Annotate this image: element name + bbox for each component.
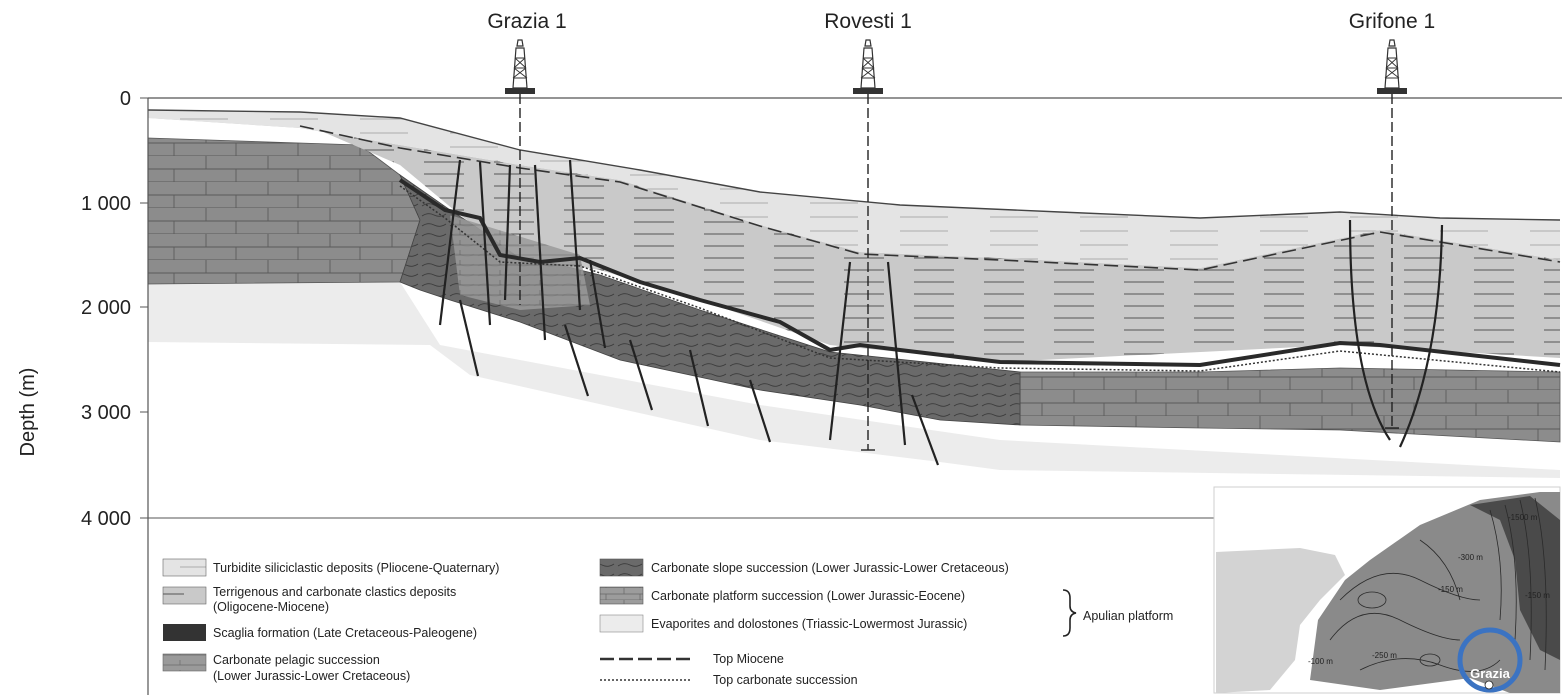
- legend-label: Carbonate platform succession (Lower Jur…: [651, 589, 965, 603]
- legend-label: Carbonate pelagic succession: [213, 653, 380, 667]
- legend-swatch: [599, 586, 644, 605]
- legend-label-line2: (Lower Jurassic-Lower Cretaceous): [213, 669, 410, 683]
- legend-item-slope: Carbonate slope succession (Lower Jurass…: [599, 558, 1009, 577]
- axis-title: Depth (m): [17, 368, 39, 457]
- section-layers: [147, 109, 1561, 478]
- tick-2000: 2 000: [81, 297, 131, 319]
- legend-item-turbidite: Turbidite siliciclastic deposits (Plioce…: [162, 558, 499, 577]
- legend: Turbidite siliciclastic deposits (Plioce…: [162, 558, 1173, 687]
- tick-0: 0: [120, 88, 131, 110]
- contour-label: -150 m: [1438, 585, 1463, 594]
- legend-swatch: [163, 624, 206, 641]
- legend-swatch: [162, 586, 207, 605]
- legend-item-platform: Carbonate platform succession (Lower Jur…: [599, 586, 965, 605]
- well-grazia-1: Grazia 1: [487, 10, 567, 305]
- contour-lines: [1329, 497, 1547, 672]
- scaglia-horizon: [398, 178, 1561, 368]
- derrick-icon: [1377, 39, 1407, 94]
- legend-swatch: [599, 558, 644, 577]
- legend-item-pelagic: Carbonate pelagic succession (Lower Jura…: [162, 653, 410, 683]
- tick-4000: 4 000: [81, 508, 131, 530]
- layer-turbidite: [148, 110, 1560, 268]
- well-rovesti-1: Rovesti 1: [824, 10, 912, 451]
- contour-label: -1500 m: [1508, 513, 1538, 522]
- legend-label: Evaporites and dolostones (Triassic-Lowe…: [651, 617, 967, 631]
- contour-label: -150 m: [1525, 591, 1550, 600]
- tick-1000: 1 000: [81, 193, 131, 215]
- group-label: Apulian platform: [1083, 609, 1173, 623]
- contour-label: -250 m: [1372, 651, 1397, 660]
- legend-label: Top Miocene: [713, 652, 784, 666]
- legend-label-line2: (Oligocene-Miocene): [213, 600, 329, 614]
- legend-item-top-miocene: Top Miocene: [600, 652, 784, 666]
- well-label: Grifone 1: [1349, 10, 1435, 33]
- contour-label: -300 m: [1458, 553, 1483, 562]
- contour-label: -100 m: [1308, 657, 1333, 666]
- bathymetry-ridge: [1470, 496, 1560, 660]
- legend-label: Scaglia formation (Late Cretaceous-Paleo…: [213, 626, 477, 640]
- land-area: [1216, 548, 1345, 693]
- grazia-highlight-circle: [1457, 627, 1523, 693]
- legend-label: Turbidite siliciclastic deposits (Plioce…: [213, 561, 499, 575]
- top-miocene-horizon: [299, 125, 1561, 271]
- grazia-map-label: Grazia: [1470, 666, 1511, 681]
- legend-label: Carbonate slope succession (Lower Jurass…: [651, 561, 1009, 575]
- derrick-icon: [505, 39, 535, 94]
- faults: [438, 159, 1444, 466]
- layer-slope: [399, 173, 1021, 426]
- well-label: Grazia 1: [487, 10, 566, 33]
- legend-item-scaglia: Scaglia formation (Late Cretaceous-Paleo…: [163, 624, 477, 641]
- layer-terrigenous: [148, 118, 1560, 362]
- legend-swatch: [162, 558, 207, 577]
- legend-item-top-carbonate: Top carbonate succession: [600, 673, 858, 687]
- group-brace: [1062, 589, 1077, 637]
- tick-3000: 3 000: [81, 402, 131, 424]
- sea-floor: [147, 109, 1561, 221]
- well-location-dot: [1484, 680, 1494, 690]
- derrick-icon: [853, 39, 883, 94]
- legend-item-evaporites: Evaporites and dolostones (Triassic-Lowe…: [599, 614, 967, 633]
- layer-platform-left: [147, 137, 421, 285]
- inset-map: -300 m -150 m -150 m -100 m -250 m -1500…: [1213, 486, 1561, 694]
- top-carbonate-horizon: [399, 185, 1561, 373]
- well-grifone-1: Grifone 1: [1349, 10, 1435, 429]
- legend-swatch: [162, 653, 207, 672]
- layer-platform-right: [1019, 367, 1561, 443]
- legend-swatch: [599, 614, 644, 633]
- legend-item-terrigenous: Terrigenous and carbonate clastics depos…: [162, 585, 456, 614]
- well-label: Rovesti 1: [824, 10, 912, 33]
- legend-label: Top carbonate succession: [713, 673, 858, 687]
- layer-evaporites: [148, 280, 1560, 478]
- depth-axis: 0 1 000 2 000 3 000 4 000 Depth (m): [17, 88, 1562, 695]
- legend-label: Terrigenous and carbonate clastics depos…: [213, 585, 456, 599]
